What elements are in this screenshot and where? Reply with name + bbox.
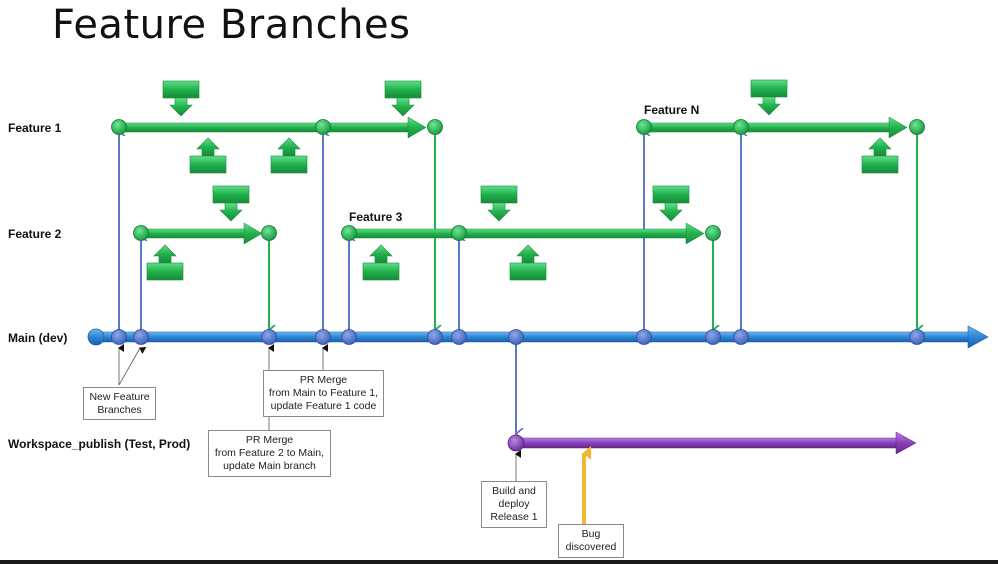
feature1-node xyxy=(315,119,331,135)
publish-branch-arrow xyxy=(507,431,917,455)
callout-pr-merge-main-to-feature1: PR Merge from Main to Feature 1, update … xyxy=(263,370,384,417)
main-node xyxy=(133,329,149,345)
callout-line: PR Merge xyxy=(245,434,294,446)
lane-label-feature-2: Feature 2 xyxy=(8,227,62,241)
callout-bug-discovered: Bug discovered xyxy=(558,524,624,558)
callout-line: discovered xyxy=(565,541,617,553)
feature1-node xyxy=(111,119,127,135)
feature2-node xyxy=(133,225,149,241)
feature3-node xyxy=(341,225,357,241)
commit-push-down-icon xyxy=(480,185,518,222)
main-node xyxy=(261,329,277,345)
feature3-node xyxy=(705,225,721,241)
connectors-branch-out xyxy=(119,131,741,336)
main-nodes xyxy=(111,329,925,345)
featureN-node xyxy=(909,119,925,135)
feature3-node xyxy=(451,225,467,241)
branch-tag-feature-n: Feature N xyxy=(644,103,700,117)
main-node xyxy=(427,329,443,345)
commit-up-icons xyxy=(146,137,899,281)
callout-line: from Main to Feature 1, xyxy=(268,387,379,399)
commit-pull-up-icon xyxy=(362,244,400,281)
main-node xyxy=(508,329,524,345)
branch-tag-feature-3: Feature 3 xyxy=(349,210,403,224)
lane-label-main: Main (dev) xyxy=(8,331,68,345)
callout-new-feature-branches: New Feature Branches xyxy=(83,387,156,420)
main-start-node xyxy=(87,328,105,346)
main-node xyxy=(705,329,721,345)
callout-pr-merge-feature2-to-main: PR Merge from Feature 2 to Main, update … xyxy=(208,430,331,477)
callout-line: Build and xyxy=(492,485,536,497)
featureN-node xyxy=(733,119,749,135)
callout-line: Release 1 xyxy=(490,511,538,523)
main-node xyxy=(909,329,925,345)
commit-push-down-icon xyxy=(212,185,250,222)
callout-build-and-deploy: Build and deploy Release 1 xyxy=(481,481,547,528)
commit-pull-up-icon xyxy=(270,137,308,174)
main-node xyxy=(451,329,467,345)
commit-push-down-icon xyxy=(162,80,200,117)
callout-line: update Main branch xyxy=(223,460,316,472)
callout-line: update Feature 1 code xyxy=(270,400,377,412)
commit-pull-up-icon xyxy=(861,137,899,174)
feature2-node xyxy=(261,225,277,241)
callout-line: from Feature 2 to Main, xyxy=(214,447,325,459)
page-title: Feature Branches xyxy=(52,2,411,48)
callout-line: deploy xyxy=(498,498,530,510)
callout-text: New Feature Branches xyxy=(89,391,150,416)
lane-label-feature-1: Feature 1 xyxy=(8,121,62,135)
publish-release-node xyxy=(507,434,525,452)
feature1-branch-arrow xyxy=(117,116,427,139)
commit-pull-up-icon xyxy=(189,137,227,174)
featureN-branch-arrow xyxy=(643,116,908,139)
feature2-branch-arrow xyxy=(139,222,263,245)
main-node xyxy=(111,329,127,345)
feature1-node xyxy=(427,119,443,135)
commit-pull-up-icon xyxy=(146,244,184,281)
callout-line: PR Merge xyxy=(299,374,348,386)
main-node xyxy=(341,329,357,345)
commit-pull-up-icon xyxy=(509,244,547,281)
lane-label-publish: Workspace_publish (Test, Prod) xyxy=(8,437,191,451)
pointer-new-branch-2 xyxy=(118,346,147,386)
bottom-border xyxy=(0,560,998,564)
featureN-node xyxy=(636,119,652,135)
main-branch-arrow xyxy=(87,325,989,349)
main-node xyxy=(636,329,652,345)
commit-push-down-icon xyxy=(652,185,690,222)
commit-push-down-icon xyxy=(384,80,422,117)
feature3-branch-arrow xyxy=(348,222,705,245)
main-node xyxy=(733,329,749,345)
feature-nodes xyxy=(111,119,925,241)
callout-line: Bug xyxy=(581,528,601,540)
commit-down-icons xyxy=(162,79,788,222)
commit-push-down-icon xyxy=(750,79,788,116)
main-node xyxy=(315,329,331,345)
